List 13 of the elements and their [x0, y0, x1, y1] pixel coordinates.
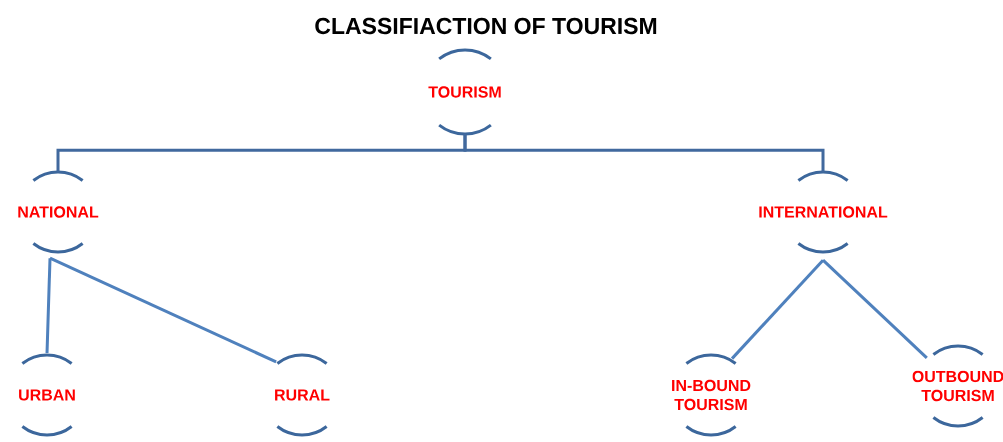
connector-line: [49, 256, 277, 364]
circle-node: INTERNATIONAL: [759, 170, 888, 254]
connector-line: [463, 134, 825, 172]
circle-node: RURAL: [275, 353, 330, 437]
circle-node: URBAN: [19, 353, 75, 437]
circle-node: IN-BOUND TOURISM: [672, 353, 751, 437]
connector-line: [730, 259, 825, 360]
connector-line: [45, 258, 52, 354]
title: CLASSIFIACTION OF TOURISM: [315, 17, 657, 35]
circle-node: NATIONAL: [18, 170, 99, 254]
circle-node: TOURISM: [428, 48, 501, 136]
connector-line: [822, 259, 928, 359]
circle-node: OUTBOUND TOURISM: [912, 344, 1003, 428]
